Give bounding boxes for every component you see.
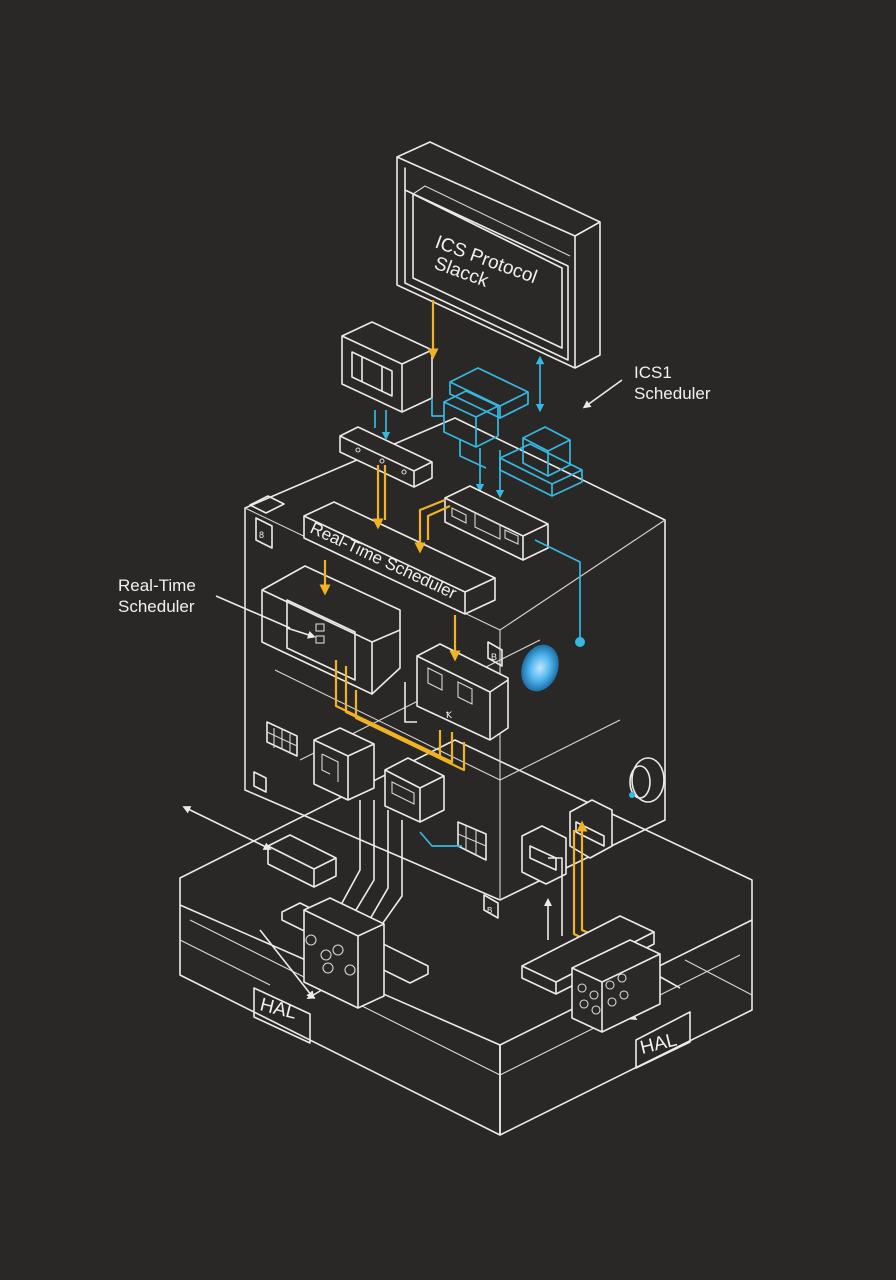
corner-icon-bottom-left xyxy=(253,771,267,793)
svg-text:Ꝁ: Ꝁ xyxy=(446,710,453,720)
svg-text:B: B xyxy=(487,906,492,915)
rt-scheduler-pointer-line xyxy=(215,595,291,629)
grid-module-right xyxy=(457,821,487,861)
bar-module xyxy=(339,426,433,488)
port-module-right xyxy=(569,799,613,859)
small-relay-module xyxy=(267,834,337,888)
ics-scheduler-label-line2: Scheduler xyxy=(634,384,711,403)
svg-text:B: B xyxy=(491,652,497,662)
rt-scheduler-callout-line1: Real-Time xyxy=(118,576,196,595)
corner-icon-bottom-right: B xyxy=(483,894,499,919)
grid-module-left xyxy=(266,721,298,757)
left-hal-block xyxy=(253,987,311,1044)
ics-scheduler-pointer-arrow xyxy=(582,379,623,409)
ics-scheduler-cluster xyxy=(374,355,583,499)
right-card-module: Ꝁ xyxy=(404,643,509,741)
right-terminal-block xyxy=(521,915,661,1033)
side-knob-icon xyxy=(629,757,665,803)
corner-icon-top-left: 8 xyxy=(249,495,285,549)
real-time-scheduler-block xyxy=(303,501,496,615)
port-module-left xyxy=(521,825,567,885)
rt-scheduler-callout-line2: Scheduler xyxy=(118,597,195,616)
ics-scheduler-label-line1: ICS1 xyxy=(634,363,672,382)
io-module-square xyxy=(313,727,375,801)
connector-module xyxy=(341,321,433,413)
hal-left-label: HAL xyxy=(258,994,299,1023)
left-card-module xyxy=(261,565,401,695)
corner-icon-mid-right: B xyxy=(487,641,503,667)
left-terminal-block xyxy=(281,897,429,1009)
hal-right-label: HAL xyxy=(638,1030,679,1059)
io-module-rect xyxy=(384,757,445,823)
protocol-stack-module xyxy=(396,141,601,369)
svg-text:8: 8 xyxy=(259,530,264,540)
processor-chip xyxy=(444,485,585,647)
right-hal-block xyxy=(635,1011,691,1069)
sensor-lens-icon xyxy=(521,644,559,692)
